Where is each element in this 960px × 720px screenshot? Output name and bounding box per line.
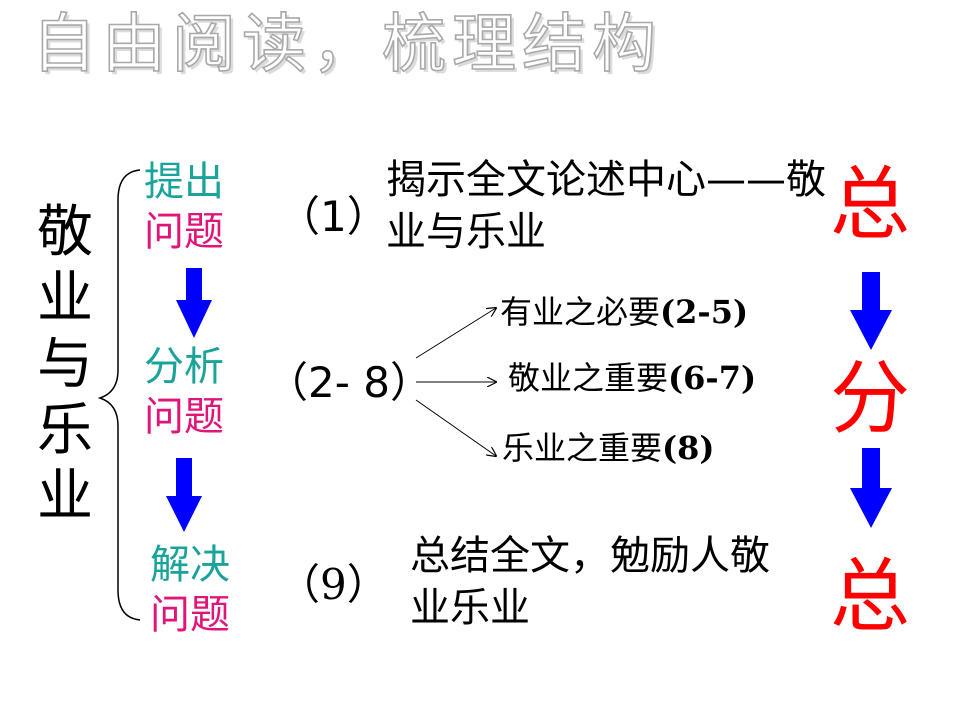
stage-line2: 问题 (150, 592, 230, 638)
sub-point-3: 乐业之重要(8) (502, 428, 715, 468)
paragraph-range-2: （2- 8） (266, 358, 432, 407)
paragraph-range-1: （1） (278, 192, 389, 241)
stage-line1: 提出 (144, 159, 224, 205)
sub-point-text: 有业之必要 (500, 293, 661, 331)
sub-point-ref: (8) (662, 429, 715, 467)
sub-point-1: 有业之必要(2-5) (500, 292, 748, 332)
paragraph-range-3: （9） (278, 560, 389, 609)
stage-analyze-question: 分析 问题 (134, 342, 234, 442)
left-brace (97, 169, 141, 621)
stage-arrow-1 (176, 268, 212, 338)
stage-line2: 问题 (144, 209, 224, 255)
sub-point-text: 乐业之重要 (502, 429, 663, 467)
branch-arrow-1 (415, 308, 496, 359)
stage-line1: 解决 (150, 542, 230, 588)
mark-arrow-1 (850, 272, 892, 350)
sub-point-text: 敬业之重要 (508, 359, 669, 397)
stage-line1: 分析 (144, 344, 224, 390)
slide-title: 自由阅读，梳理结构 (31, 7, 662, 83)
conclusion-content: 总结全文，勉励人敬业乐业 (410, 533, 770, 631)
stage-raise-question: 提出 问题 (134, 157, 234, 257)
stage-line2: 问题 (144, 394, 224, 440)
structure-mark-part: 分 (830, 352, 910, 445)
structure-mark-general-2: 总 (830, 550, 910, 643)
intro-content: 揭示全文论述中心——敬业与乐业 (386, 157, 826, 255)
stage-solve-question: 解决 问题 (140, 540, 240, 640)
stage-arrow-2 (166, 458, 202, 532)
sub-point-ref: (2-5) (660, 293, 749, 331)
mark-arrow-2 (850, 448, 892, 528)
sub-point-ref: (6-7) (668, 359, 757, 397)
sub-point-2: 敬业之重要(6-7) (508, 358, 756, 398)
structure-mark-general-1: 总 (830, 158, 910, 251)
branch-arrow-3 (415, 399, 496, 456)
topic-label: 敬业与乐业 (37, 200, 93, 529)
